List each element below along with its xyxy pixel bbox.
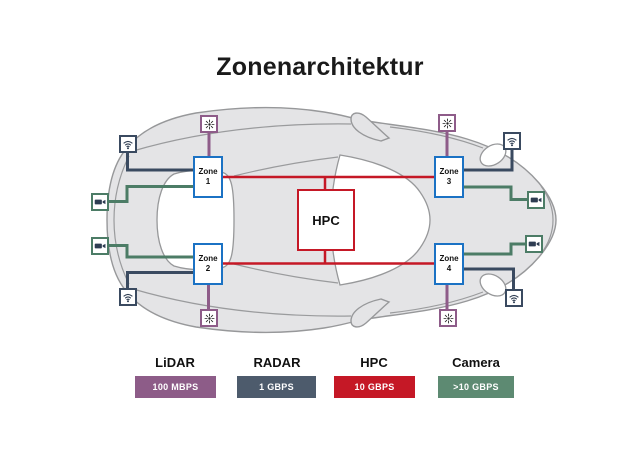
radar-sensor-bottom-right bbox=[505, 289, 523, 307]
laser-icon bbox=[204, 119, 214, 129]
camera-line-left-lower bbox=[108, 244, 194, 259]
video-camera-icon bbox=[528, 241, 540, 247]
roof-edge-bottom bbox=[233, 263, 339, 284]
headlight-bottom bbox=[479, 273, 507, 297]
camera-sensor-left-lower bbox=[91, 237, 109, 255]
wifi-icon bbox=[123, 293, 133, 303]
video-camera-icon bbox=[94, 243, 106, 249]
front-hood-line-bottom bbox=[389, 291, 484, 314]
mirror-bottom bbox=[350, 298, 391, 328]
zone-3-label: Zone bbox=[439, 167, 459, 176]
legend-bar-lidar: 100 MBPS bbox=[135, 376, 216, 398]
wifi-icon bbox=[509, 294, 519, 304]
zone-1-number: 1 bbox=[205, 177, 211, 186]
radar-sensor-bottom-left bbox=[119, 288, 137, 306]
lidar-sensor-bottom-right bbox=[439, 309, 457, 327]
radar-line-bottom-left bbox=[126, 271, 194, 289]
front-hood-line-top bbox=[389, 126, 484, 149]
left-shoulder-line bbox=[132, 123, 352, 152]
lidar-sensor-top-left bbox=[200, 115, 218, 133]
zone-2-label: Zone bbox=[198, 254, 218, 263]
hpc-label: HPC bbox=[312, 212, 340, 228]
right-shoulder-line bbox=[132, 288, 352, 317]
wifi-icon bbox=[123, 140, 133, 150]
zone-4-box: Zone 4 bbox=[434, 243, 464, 285]
laser-icon bbox=[443, 313, 453, 323]
zone-4-number: 4 bbox=[446, 264, 452, 273]
laser-icon bbox=[204, 313, 214, 323]
camera-line-right-upper bbox=[463, 185, 528, 201]
zone-3-number: 3 bbox=[446, 177, 452, 186]
radar-line-bottom-right bbox=[463, 267, 515, 290]
camera-sensor-left-upper bbox=[91, 193, 109, 211]
page-title: Zonenarchitektur bbox=[216, 53, 424, 81]
zone-1-label: Zone bbox=[198, 167, 218, 176]
radar-line-top-right bbox=[463, 150, 514, 172]
zone-3-box: Zone 3 bbox=[434, 156, 464, 198]
roof-edge-top bbox=[233, 156, 339, 177]
laser-icon bbox=[442, 118, 452, 128]
rear-bumper-line bbox=[113, 155, 130, 285]
legend-bar-radar: 1 GBPS bbox=[237, 376, 316, 398]
camera-sensor-right-lower bbox=[525, 235, 543, 253]
wifi-icon bbox=[507, 137, 517, 147]
zone-2-box: Zone 2 bbox=[193, 243, 223, 285]
legend-label-hpc: HPC bbox=[360, 355, 388, 370]
video-camera-icon bbox=[530, 197, 542, 203]
legend-label-lidar: LiDAR bbox=[155, 355, 195, 370]
camera-sensor-right-upper bbox=[527, 191, 545, 209]
legend-bar-hpc: 10 GBPS bbox=[334, 376, 415, 398]
legend-label-camera: Camera bbox=[452, 355, 500, 370]
front-bumper-line bbox=[540, 185, 554, 255]
radar-line-top-left bbox=[126, 152, 194, 172]
camera-line-right-lower bbox=[463, 242, 526, 256]
legend-bar-camera: >10 GBPS bbox=[438, 376, 514, 398]
lidar-sensor-bottom-left bbox=[200, 309, 218, 327]
mirror-top bbox=[350, 112, 391, 142]
lidar-sensor-top-right bbox=[438, 114, 456, 132]
radar-sensor-top-right bbox=[503, 132, 521, 150]
camera-line-left-upper bbox=[108, 185, 194, 203]
zone-2-number: 2 bbox=[205, 264, 211, 273]
zone-4-label: Zone bbox=[439, 254, 459, 263]
legend-label-radar: RADAR bbox=[253, 355, 301, 370]
zone-1-box: Zone 1 bbox=[193, 156, 223, 198]
radar-sensor-top-left bbox=[119, 135, 137, 153]
video-camera-icon bbox=[94, 199, 106, 205]
hpc-box: HPC bbox=[297, 189, 355, 251]
